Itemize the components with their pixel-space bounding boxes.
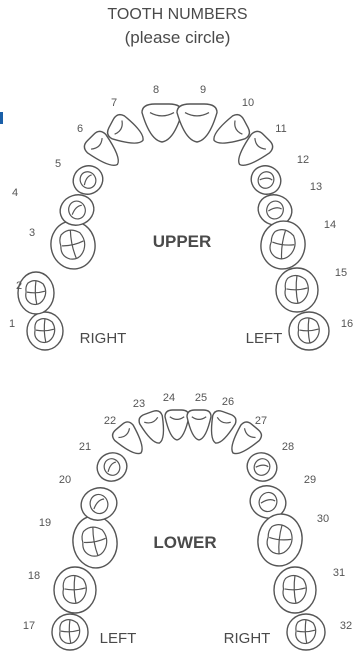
tooth-32[interactable] <box>286 613 326 651</box>
chart-subtitle: (please circle) <box>124 28 231 47</box>
tooth-number-12[interactable]: 12 <box>297 154 309 166</box>
tooth-11[interactable] <box>230 128 275 173</box>
tooth-number-15[interactable]: 15 <box>335 267 347 279</box>
tooth-number-27[interactable]: 27 <box>255 415 267 427</box>
tooth-9-crown[interactable] <box>176 103 218 143</box>
tooth-31[interactable] <box>273 566 317 614</box>
tooth-number-13[interactable]: 13 <box>310 181 322 193</box>
tooth-29[interactable] <box>246 481 290 523</box>
tooth-1[interactable] <box>26 311 64 351</box>
tooth-number-21[interactable]: 21 <box>79 441 91 453</box>
tooth-9[interactable] <box>176 103 218 143</box>
tooth-number-14[interactable]: 14 <box>324 219 336 231</box>
tooth-11-crown[interactable] <box>230 128 275 173</box>
tooth-number-25[interactable]: 25 <box>195 392 207 404</box>
tooth-21-crown[interactable] <box>92 448 131 486</box>
tooth-number-17[interactable]: 17 <box>23 620 35 632</box>
tooth-7[interactable] <box>105 112 149 152</box>
tooth-7-crown[interactable] <box>105 112 149 152</box>
tooth-number-24[interactable]: 24 <box>163 392 175 404</box>
tooth-14[interactable] <box>257 218 309 273</box>
tooth-30[interactable] <box>255 511 306 569</box>
lower-left-label: LEFT <box>100 630 137 647</box>
tooth-number-29[interactable]: 29 <box>304 474 316 486</box>
tooth-number-32[interactable]: 32 <box>340 620 352 632</box>
tooth-15[interactable] <box>275 267 319 313</box>
tooth-20-crown[interactable] <box>77 483 121 525</box>
tooth-6[interactable] <box>81 128 126 173</box>
edge-marker <box>0 112 3 124</box>
tooth-10-crown[interactable] <box>208 112 252 152</box>
upper-arch-label: UPPER <box>153 232 212 251</box>
tooth-2[interactable] <box>17 271 55 315</box>
tooth-4[interactable] <box>56 190 98 229</box>
tooth-22[interactable] <box>110 419 150 460</box>
tooth-number-10[interactable]: 10 <box>242 97 254 109</box>
tooth-24[interactable] <box>164 409 190 441</box>
tooth-number-18[interactable]: 18 <box>28 570 40 582</box>
upper-right-label: RIGHT <box>80 330 127 347</box>
tooth-number-11[interactable]: 11 <box>275 123 286 135</box>
tooth-20[interactable] <box>77 483 121 525</box>
tooth-number-8[interactable]: 8 <box>153 84 159 96</box>
tooth-number-28[interactable]: 28 <box>282 441 294 453</box>
tooth-10[interactable] <box>208 112 252 152</box>
tooth-number-30[interactable]: 30 <box>317 513 329 525</box>
tooth-13[interactable] <box>254 190 296 229</box>
tooth-27-crown[interactable] <box>224 419 264 460</box>
tooth-8-crown[interactable] <box>141 103 183 143</box>
tooth-number-26[interactable]: 26 <box>222 396 234 408</box>
tooth-19[interactable] <box>70 513 121 571</box>
tooth-12[interactable] <box>246 161 286 200</box>
tooth-24-crown[interactable] <box>164 409 190 441</box>
lower-right-label: RIGHT <box>224 630 271 647</box>
tooth-5[interactable] <box>68 161 108 200</box>
tooth-6-crown[interactable] <box>81 128 126 173</box>
tooth-18[interactable] <box>53 566 97 614</box>
tooth-3[interactable] <box>47 218 99 273</box>
tooth-number-3[interactable]: 3 <box>29 227 35 239</box>
tooth-number-1[interactable]: 1 <box>9 318 15 330</box>
tooth-21[interactable] <box>92 448 131 486</box>
tooth-8[interactable] <box>141 103 183 143</box>
tooth-number-31[interactable]: 31 <box>333 567 345 579</box>
tooth-22-crown[interactable] <box>110 419 150 460</box>
tooth-26[interactable] <box>204 409 237 447</box>
tooth-27[interactable] <box>224 419 264 460</box>
tooth-28-crown[interactable] <box>242 448 281 486</box>
tooth-29-crown[interactable] <box>246 481 290 523</box>
tooth-5-crown[interactable] <box>68 161 108 200</box>
tooth-number-9[interactable]: 9 <box>200 84 206 96</box>
tooth-16[interactable] <box>288 311 330 351</box>
lower-arch-label: LOWER <box>153 533 216 552</box>
tooth-number-6[interactable]: 6 <box>77 123 83 135</box>
tooth-number-2[interactable]: 2 <box>16 280 22 292</box>
upper-left-label: LEFT <box>246 330 283 347</box>
tooth-number-5[interactable]: 5 <box>55 158 61 170</box>
tooth-23[interactable] <box>137 409 170 447</box>
tooth-number-22[interactable]: 22 <box>104 415 116 427</box>
tooth-4-crown[interactable] <box>56 190 98 229</box>
tooth-25-crown[interactable] <box>186 409 212 441</box>
tooth-number-7[interactable]: 7 <box>111 97 117 109</box>
tooth-number-16[interactable]: 16 <box>341 318 353 330</box>
chart-title: TOOTH NUMBERS <box>107 6 248 23</box>
tooth-25[interactable] <box>186 409 212 441</box>
tooth-number-19[interactable]: 19 <box>39 517 51 529</box>
tooth-17[interactable] <box>51 613 89 651</box>
tooth-number-23[interactable]: 23 <box>133 398 145 410</box>
tooth-number-4[interactable]: 4 <box>12 187 18 199</box>
tooth-13-crown[interactable] <box>254 190 296 229</box>
tooth-12-crown[interactable] <box>246 161 286 200</box>
tooth-number-20[interactable]: 20 <box>59 474 71 486</box>
tooth-28[interactable] <box>242 448 281 486</box>
